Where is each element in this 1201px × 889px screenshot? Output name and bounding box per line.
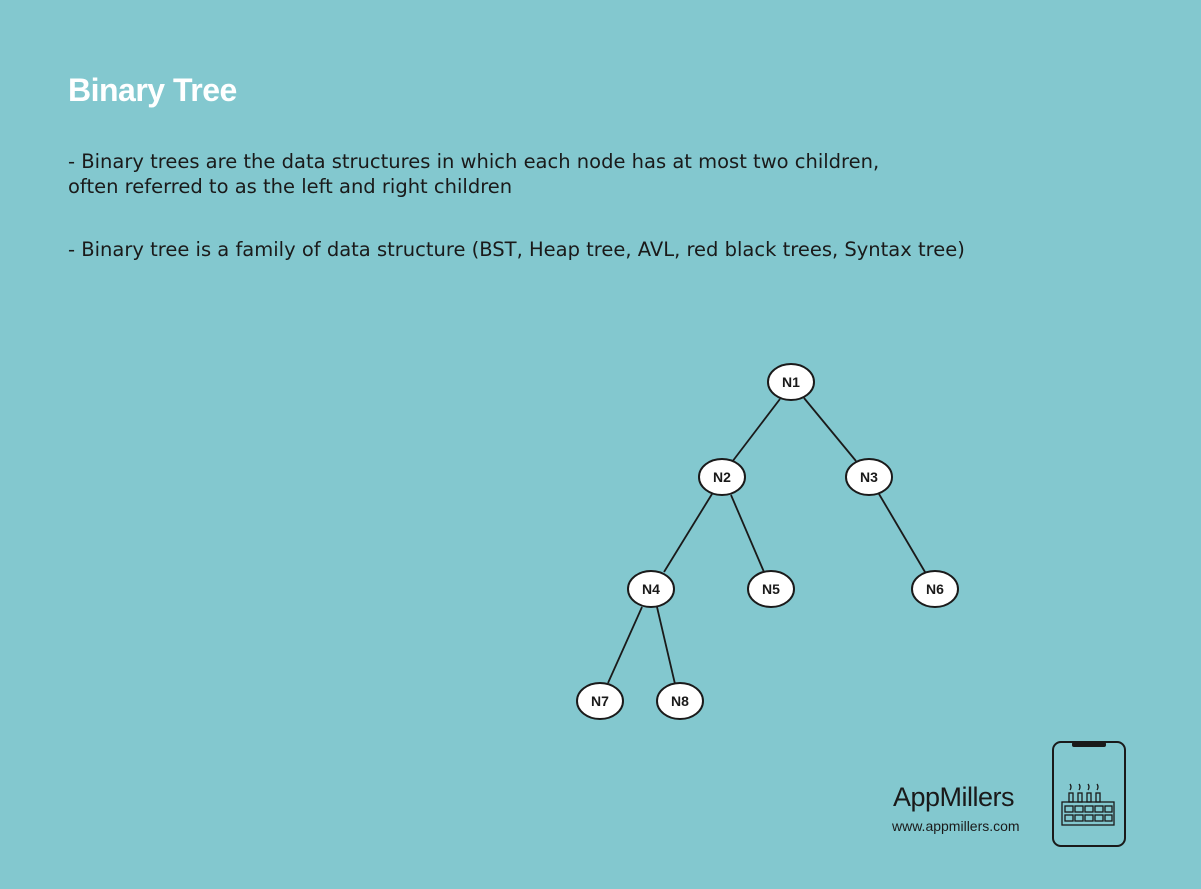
slide-title: Binary Tree — [68, 72, 237, 108]
bullet-point-1: - Binary trees are the data structures i… — [68, 150, 880, 198]
phone-notch — [1072, 742, 1106, 747]
tree-node-n4: N4 — [627, 570, 675, 608]
node-label: N1 — [782, 374, 800, 390]
tree-node-n2: N2 — [698, 458, 746, 496]
tree-edge — [878, 493, 926, 573]
brand-url: www.appmillers.com — [892, 818, 1020, 834]
node-label: N4 — [642, 581, 660, 597]
brand-name: AppMillers — [893, 782, 1015, 812]
tree-edge — [656, 606, 676, 685]
tree-edge — [803, 397, 857, 462]
bullet-point-2: - Binary tree is a family of data struct… — [68, 238, 965, 261]
tree-edge — [663, 493, 713, 573]
tree-node-n8: N8 — [656, 682, 704, 720]
tree-node-n1: N1 — [767, 363, 815, 401]
tree-node-n3: N3 — [845, 458, 893, 496]
tree-node-n7: N7 — [576, 682, 624, 720]
tree-edge — [731, 398, 781, 463]
node-label: N3 — [860, 469, 878, 485]
tree-edge — [607, 606, 643, 684]
node-label: N2 — [713, 469, 731, 485]
node-label: N7 — [591, 693, 609, 709]
factory-icon — [1061, 783, 1115, 826]
phone-factory-icon — [1052, 741, 1126, 847]
node-label: N5 — [762, 581, 780, 597]
tree-edge — [730, 494, 765, 573]
node-label: N8 — [671, 693, 689, 709]
tree-node-n5: N5 — [747, 570, 795, 608]
node-label: N6 — [926, 581, 944, 597]
tree-node-n6: N6 — [911, 570, 959, 608]
